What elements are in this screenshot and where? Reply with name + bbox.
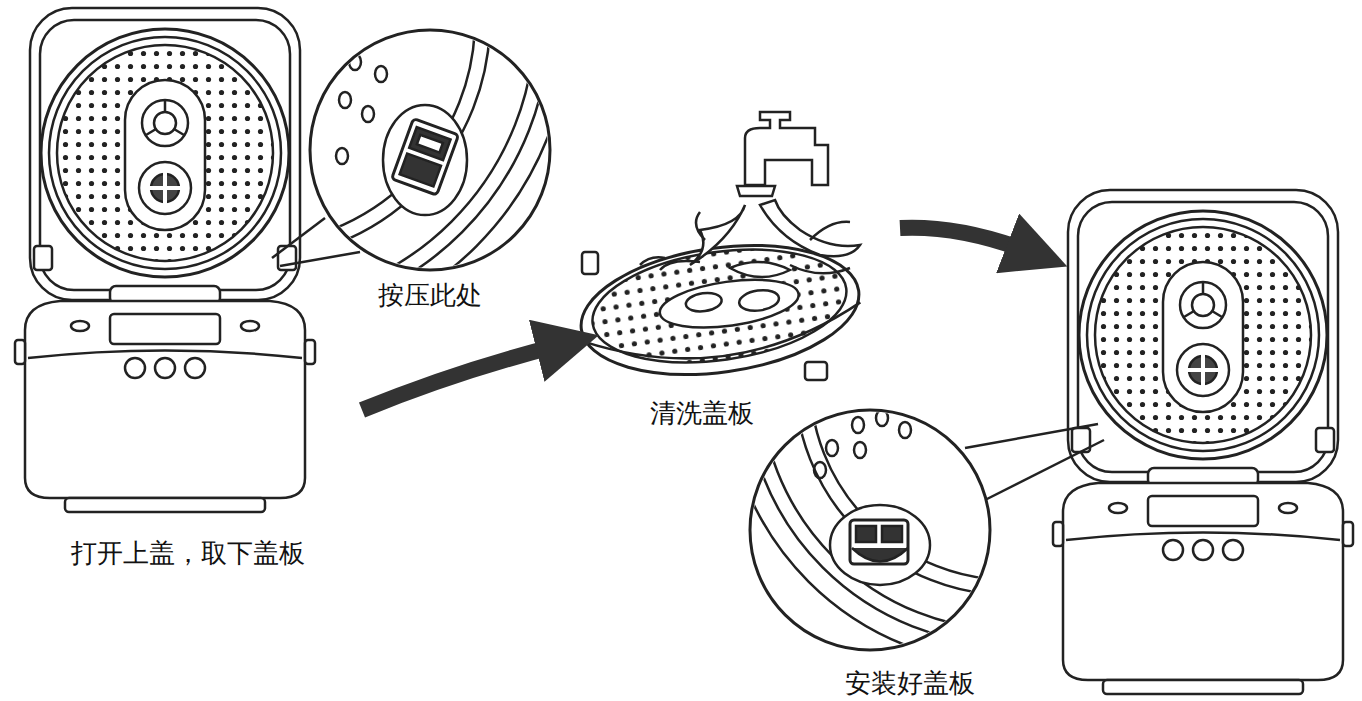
callout-label: 按压此处 bbox=[378, 280, 482, 311]
step-caption: 打开上盖，取下盖板 bbox=[71, 538, 305, 569]
flow-arrow bbox=[900, 228, 1030, 252]
rice-cooker-open bbox=[15, 8, 315, 512]
magnifier-press-point bbox=[0, 0, 570, 340]
step-caption: 清洗盖板 bbox=[650, 398, 754, 429]
step-caption: 安装好盖板 bbox=[845, 668, 975, 699]
flow-arrow bbox=[362, 345, 560, 410]
lid-plate-washing bbox=[573, 112, 868, 391]
magnifier-installed bbox=[725, 95, 1295, 665]
